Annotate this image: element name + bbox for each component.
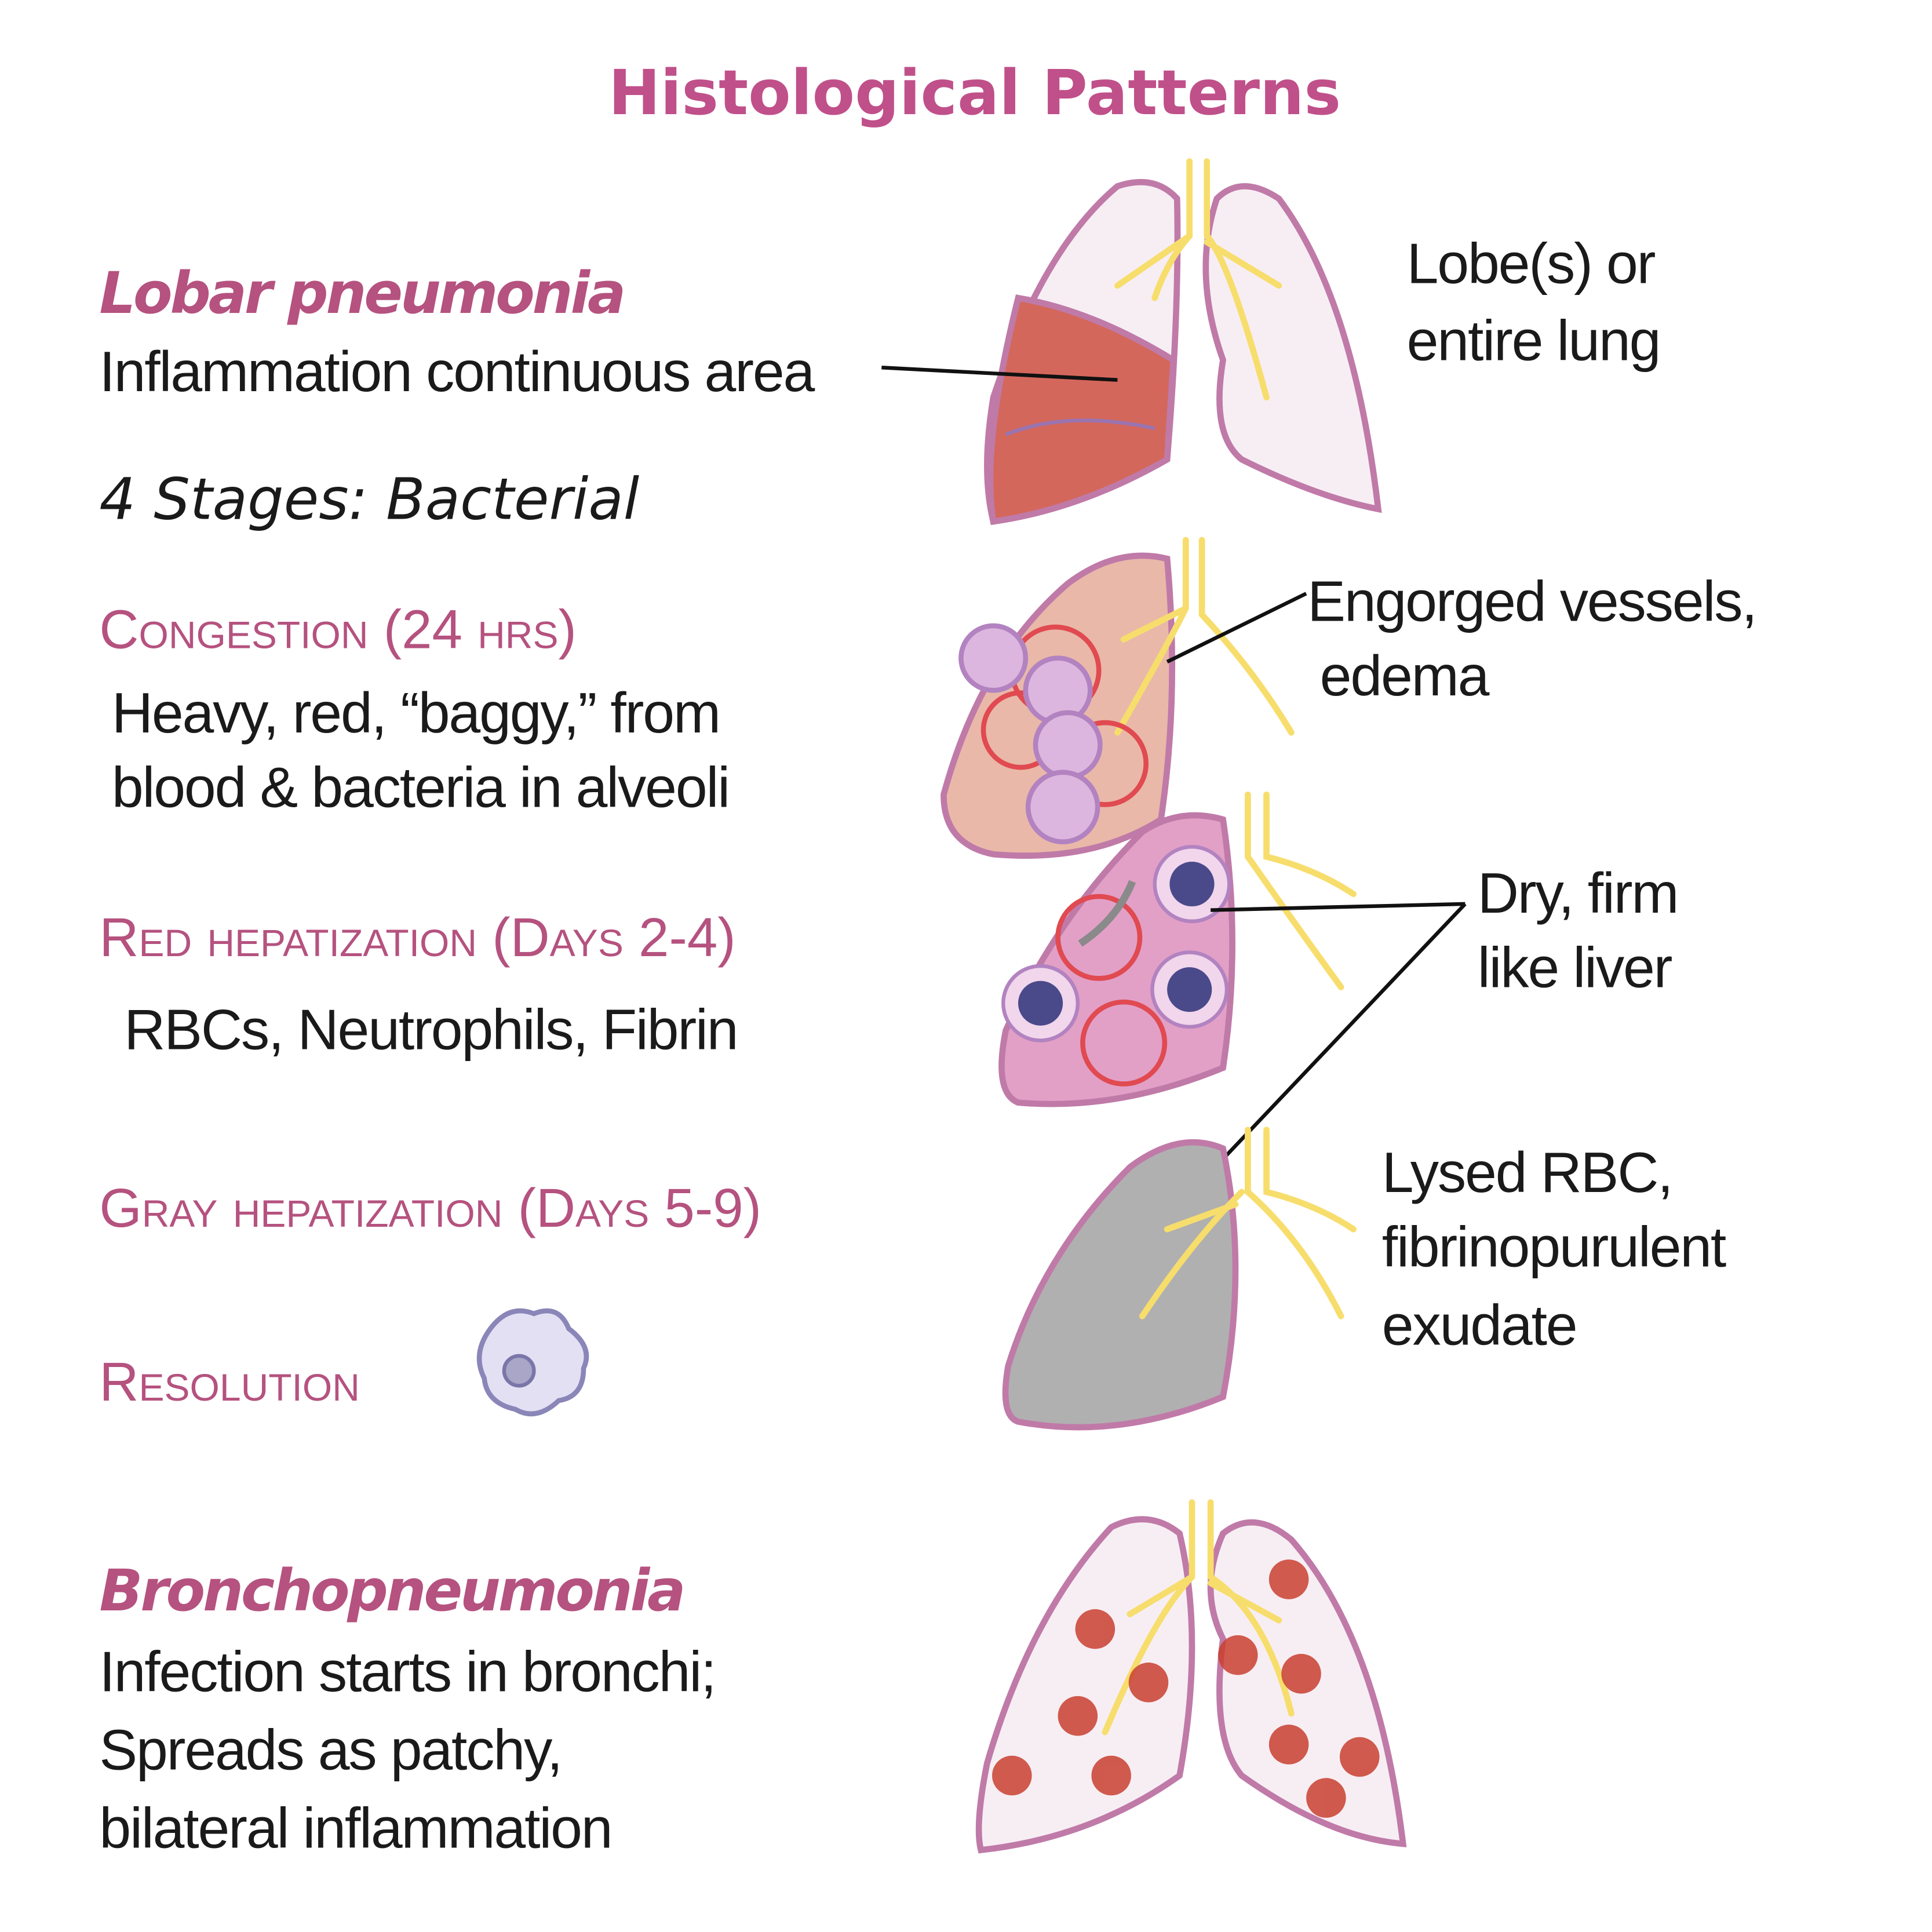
pointer-line: [1184, 902, 1467, 1200]
stage-resolution: Resolution: [99, 1351, 359, 1412]
pointer-line: [1211, 902, 1466, 912]
pointer-line: [1166, 592, 1307, 664]
lobar-annotation: entire lung: [1407, 308, 1660, 372]
macrophage-icon: [476, 1308, 589, 1417]
red-hep-annotation: like liver: [1478, 935, 1672, 999]
broncho-description: bilateral inflammation: [99, 1796, 611, 1860]
congestion-detail: Heavy, red, “baggy,” from: [112, 681, 720, 745]
congestion-lung-illustration: [941, 537, 1307, 859]
bronchopneumonia-lung-illustration: [975, 1499, 1407, 1854]
gray-hep-annotation: Lysed RBC,: [1382, 1140, 1672, 1204]
stage-congestion: Congestion (24 hrs): [99, 599, 576, 659]
congestion-detail: blood & bacteria in alveoli: [112, 756, 729, 819]
red-hepatization-lung-illustration: [998, 791, 1467, 1200]
red-hep-annotation: Dry, firm: [1478, 861, 1678, 925]
congestion-annotation: Engorged vessels,: [1307, 569, 1756, 633]
broncho-description: Infection starts in bronchi;: [99, 1639, 715, 1703]
gray-hep-annotation: fibrinopurulent: [1382, 1215, 1726, 1279]
congestion-annotation: edema: [1320, 644, 1490, 708]
gray-hep-annotation: exudate: [1382, 1293, 1577, 1357]
stage-gray-hepatization: Gray hepatization (Days 5-9): [99, 1178, 761, 1238]
gray-hepatization-lung-illustration: [1002, 1127, 1357, 1431]
lobar-annotation: Lobe(s) or: [1407, 232, 1656, 296]
lobar-lung-illustration: [881, 158, 1382, 525]
lobar-description: Inflammation continuous area: [99, 340, 815, 403]
page-title: Histological Patterns: [608, 57, 1341, 129]
stages-heading: 4 Stages: Bacterial: [99, 467, 639, 533]
red-hepatization-detail: RBCs, Neutrophils, Fibrin: [124, 998, 737, 1062]
pointer-line: [881, 366, 1118, 382]
broncho-heading: Bronchopneumonia: [99, 1558, 683, 1624]
stage-red-hepatization: Red hepatization (Days 2-4): [99, 907, 735, 968]
lobar-heading: Lobar pneumonia: [99, 261, 624, 327]
broncho-description: Spreads as patchy,: [99, 1718, 562, 1781]
